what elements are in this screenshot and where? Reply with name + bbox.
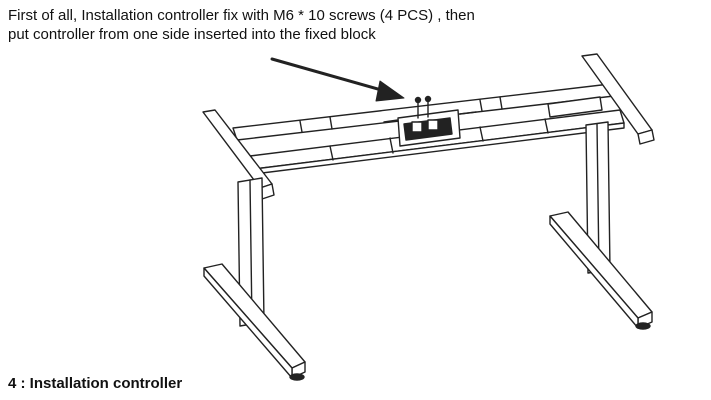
instruction-line-1: First of all, Installation controller fi… [8,7,475,24]
right-bracket [581,53,655,145]
controller [383,95,477,147]
figure-caption: 4 : Installation controller [8,375,183,392]
right-foot [549,211,653,330]
instruction-text: First of all, Installation controller fi… [8,6,568,44]
left-bracket [202,109,275,200]
left-foot [203,263,306,381]
right-leg [585,121,611,274]
instruction-line-2: put controller from one side inserted in… [8,26,376,43]
pointer-arrow [270,57,405,102]
